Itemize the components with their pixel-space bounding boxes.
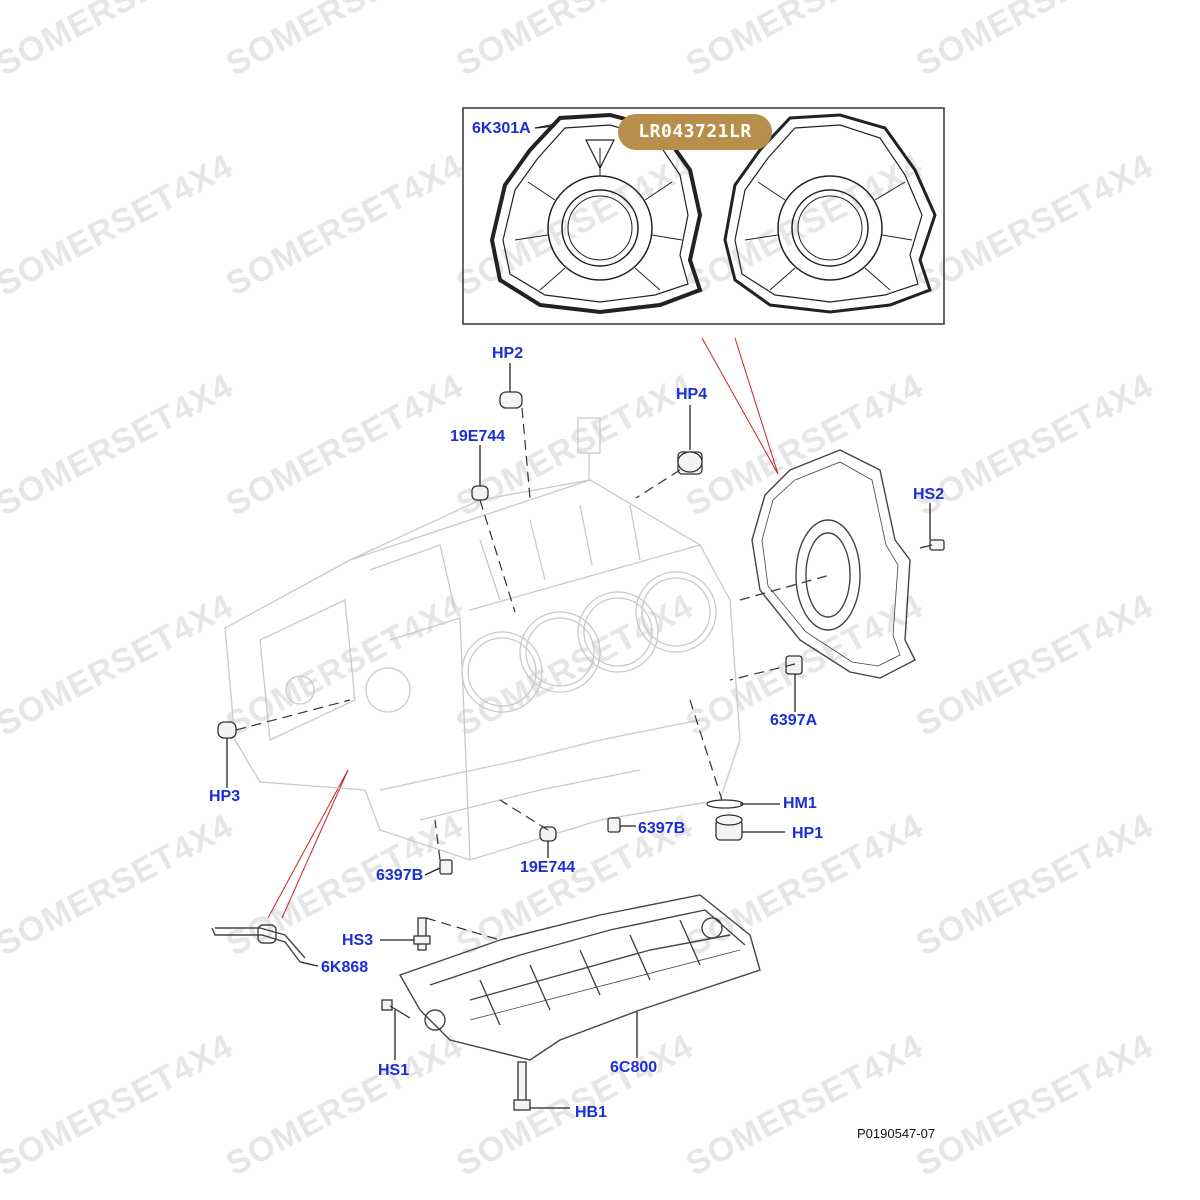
callout-lines — [267, 337, 779, 919]
label-hs3[interactable]: HS3 — [342, 932, 374, 949]
label-6k301a[interactable]: 6K301A — [472, 120, 531, 137]
assembly-lines — [235, 407, 796, 941]
label-19e744-lower[interactable]: 19E744 — [520, 859, 576, 876]
gasket-left-drawing — [489, 112, 703, 315]
label-hp3[interactable]: HP3 — [209, 788, 241, 805]
label-hm1[interactable]: HM1 — [783, 795, 817, 812]
label-6k868[interactable]: 6K868 — [321, 959, 369, 976]
label-hb1[interactable]: HB1 — [575, 1104, 608, 1121]
label-hp1[interactable]: HP1 — [792, 825, 824, 842]
part-number-badge: LR043721LR — [618, 114, 772, 150]
label-19e744-upper[interactable]: 19E744 — [450, 428, 506, 445]
engine-block-drawing — [224, 417, 741, 861]
leader-lines — [226, 125, 931, 1109]
label-hp4[interactable]: HP4 — [676, 386, 708, 403]
gasket-right-drawing — [723, 113, 937, 314]
label-6397b-mid[interactable]: 6397B — [638, 820, 686, 837]
inset-frame — [462, 107, 945, 325]
label-6c800[interactable]: 6C800 — [610, 1059, 658, 1076]
ladder-frame-drawing — [398, 894, 761, 1061]
label-6397b-bottom[interactable]: 6397B — [376, 867, 424, 884]
oil-jet-drawing — [211, 924, 306, 963]
small-parts — [217, 391, 945, 1111]
label-hp2[interactable]: HP2 — [492, 345, 524, 362]
rear-cover-drawing — [739, 449, 916, 679]
label-6397a[interactable]: 6397A — [770, 712, 818, 729]
figure-reference: P0190547-07 — [857, 1126, 936, 1141]
label-hs1[interactable]: HS1 — [378, 1062, 410, 1079]
label-hs2[interactable]: HS2 — [913, 486, 945, 503]
